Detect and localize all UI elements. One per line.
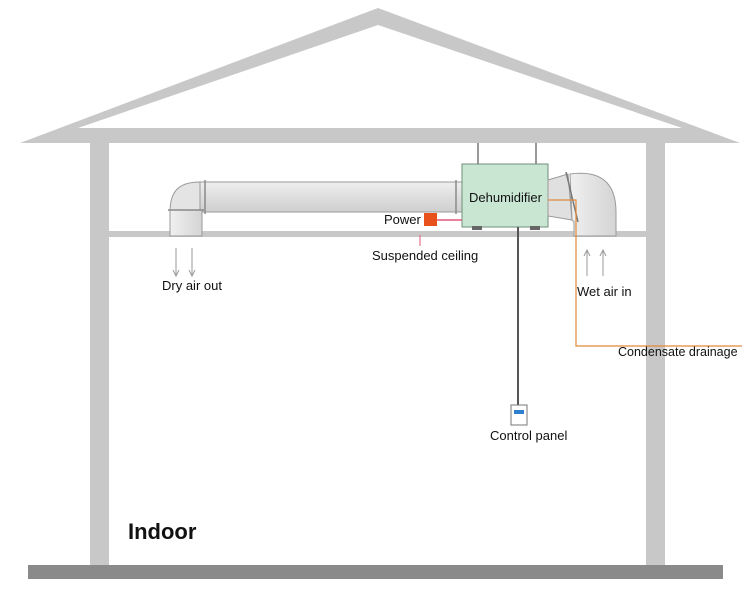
right-wall xyxy=(646,143,665,565)
suspended-ceiling xyxy=(109,231,646,237)
roof xyxy=(20,8,740,143)
control-panel-label: Control panel xyxy=(490,428,568,443)
wet-air-in-label: Wet air in xyxy=(577,284,632,299)
supply-duct xyxy=(199,181,463,213)
left-wall xyxy=(90,143,109,565)
suspended-ceiling-label: Suspended ceiling xyxy=(372,248,479,263)
dehumidifier-unit xyxy=(461,163,549,228)
condensate-drain-line xyxy=(548,199,742,347)
supply-outlet xyxy=(169,209,203,237)
indoor-label: Indoor xyxy=(128,519,197,544)
control-panel xyxy=(510,404,528,426)
ground xyxy=(28,565,723,579)
supply-elbow xyxy=(169,181,201,213)
control-panel-screen xyxy=(514,410,524,414)
dry-air-out-label: Dry air out xyxy=(162,278,222,293)
wet-air-arrows xyxy=(583,248,607,276)
power-box xyxy=(424,213,437,226)
dehumidifier-label: Dehumidifier xyxy=(469,190,542,205)
return-elbow xyxy=(569,172,617,237)
dry-air-arrows xyxy=(172,248,196,278)
power-label: Power xyxy=(384,212,421,227)
condensate-drainage-label: Condensate drainage xyxy=(618,345,738,359)
